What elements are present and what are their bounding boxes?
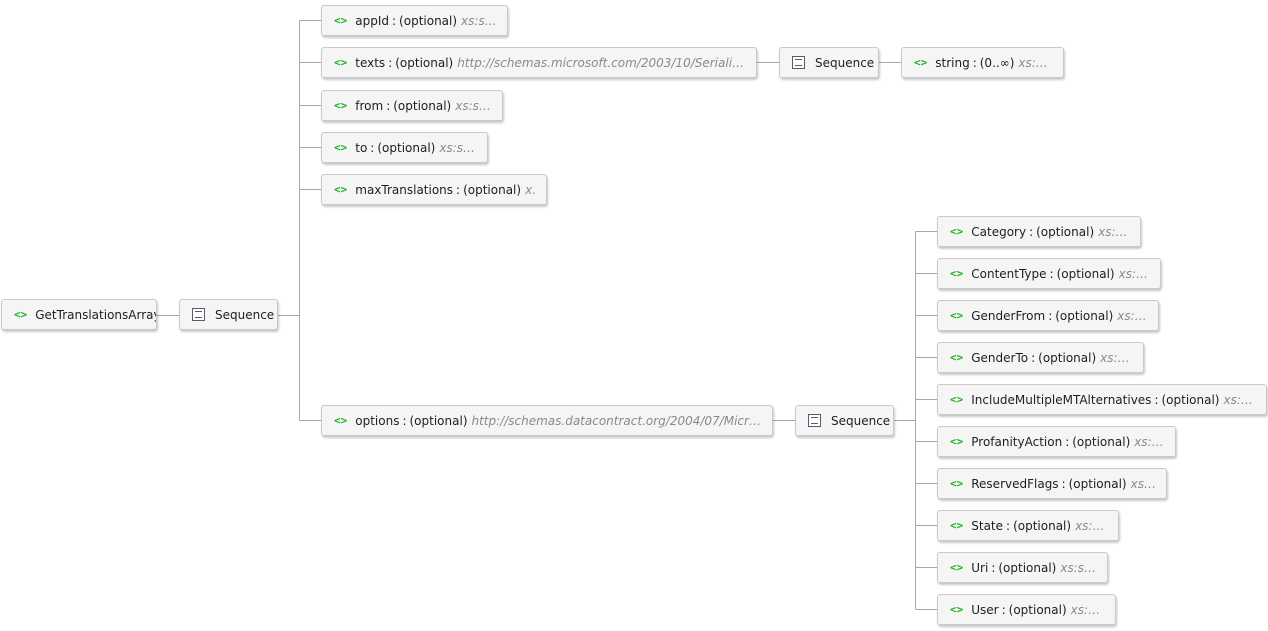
element-name: string bbox=[935, 55, 970, 70]
element-icon: <> bbox=[950, 435, 964, 448]
root-element-node[interactable]: <> GetTranslationsArray bbox=[1, 299, 157, 330]
element-icon: <> bbox=[334, 141, 348, 154]
texts-string-node[interactable]: <> string: (0..∞) xs:string bbox=[901, 47, 1064, 78]
occurrence-label: (optional) bbox=[409, 413, 468, 428]
type-label: xs:string bbox=[1070, 602, 1105, 617]
element-icon: <> bbox=[334, 414, 348, 427]
element-name: to bbox=[355, 140, 368, 155]
element-icon: <> bbox=[14, 308, 28, 321]
option-state-node[interactable]: <> State: (optional) xs:string bbox=[937, 510, 1119, 541]
type-label: xs:string bbox=[1134, 434, 1165, 449]
occurrence-label: (optional) bbox=[1055, 308, 1114, 323]
element-name: GenderFrom bbox=[971, 308, 1046, 323]
element-icon: <> bbox=[334, 183, 348, 196]
occurrence-label: (optional) bbox=[399, 13, 458, 28]
element-name: options bbox=[355, 413, 400, 428]
element-name: IncludeMultipleMTAlternatives bbox=[971, 392, 1152, 407]
element-name: ContentType bbox=[971, 266, 1047, 281]
occurrence-label: (optional) bbox=[395, 55, 454, 70]
occurrence-label: (optional) bbox=[1072, 434, 1131, 449]
type-label: xs:string bbox=[439, 140, 477, 155]
option-uri-node[interactable]: <> Uri: (optional) xs:string bbox=[937, 552, 1108, 583]
element-name: Category bbox=[971, 224, 1027, 239]
occurrence-label: (optional) bbox=[1161, 392, 1220, 407]
field-texts-node[interactable]: <> texts: (optional) http://schemas.micr… bbox=[321, 47, 757, 78]
field-from-node[interactable]: <> from: (optional) xs:string bbox=[321, 90, 503, 121]
occurrence-label: (optional) bbox=[1056, 266, 1115, 281]
type-label: xs:string bbox=[1130, 476, 1156, 491]
option-includemultiplemtalternatives-node[interactable]: <> IncludeMultipleMTAlternatives: (optio… bbox=[937, 384, 1267, 415]
sequence-label: Sequence bbox=[831, 413, 891, 428]
sequence-label: Sequence bbox=[815, 55, 875, 70]
element-icon: <> bbox=[334, 99, 348, 112]
options-sequence-node[interactable]: Sequence bbox=[795, 405, 894, 436]
element-icon: <> bbox=[950, 477, 964, 490]
type-label: xs:string bbox=[1018, 55, 1053, 70]
field-to-node[interactable]: <> to: (optional) xs:string bbox=[321, 132, 488, 163]
element-name: texts bbox=[355, 55, 386, 70]
sequence-label: Sequence bbox=[215, 307, 275, 322]
element-name: from bbox=[355, 98, 384, 113]
option-profanityaction-node[interactable]: <> ProfanityAction: (optional) xs:string bbox=[937, 426, 1176, 457]
element-icon: <> bbox=[950, 225, 964, 238]
type-label: xs:string bbox=[1075, 518, 1108, 533]
option-user-node[interactable]: <> User: (optional) xs:string bbox=[937, 594, 1116, 625]
element-name: ProfanityAction bbox=[971, 434, 1063, 449]
option-category-node[interactable]: <> Category: (optional) xs:string bbox=[937, 216, 1141, 247]
element-name: maxTranslations bbox=[355, 182, 454, 197]
element-name: GenderTo bbox=[971, 350, 1029, 365]
type-label: xs:int bbox=[525, 182, 536, 197]
sequence-icon bbox=[808, 414, 821, 427]
occurrence-label: (optional) bbox=[1038, 350, 1097, 365]
field-maxtranslations-node[interactable]: <> maxTranslations: (optional) xs:int bbox=[321, 174, 547, 205]
type-label: xs:string bbox=[1100, 350, 1133, 365]
occurrence-label: (0..∞) bbox=[979, 55, 1015, 70]
element-name: ReservedFlags bbox=[971, 476, 1059, 491]
element-name: appId bbox=[355, 13, 389, 28]
type-label: xs:boolean bbox=[1223, 392, 1256, 407]
type-label: xs:string bbox=[455, 98, 492, 113]
sequence-icon bbox=[192, 308, 205, 321]
element-icon: <> bbox=[950, 393, 964, 406]
occurrence-label: (optional) bbox=[1013, 518, 1072, 533]
occurrence-label: (optional) bbox=[377, 140, 436, 155]
element-icon: <> bbox=[950, 267, 964, 280]
occurrence-label: (optional) bbox=[1068, 476, 1127, 491]
element-icon: <> bbox=[950, 603, 964, 616]
element-icon: <> bbox=[334, 56, 348, 69]
root-sequence-node[interactable]: Sequence bbox=[179, 299, 278, 330]
type-label: http://schemas.microsoft.com/2003/10/Ser… bbox=[457, 55, 746, 70]
field-options-node[interactable]: <> options: (optional) http://schemas.da… bbox=[321, 405, 773, 436]
texts-sequence-node[interactable]: Sequence bbox=[779, 47, 879, 78]
element-icon: <> bbox=[950, 351, 964, 364]
occurrence-label: (optional) bbox=[1008, 602, 1067, 617]
element-icon: <> bbox=[334, 14, 348, 27]
element-name: User bbox=[971, 602, 999, 617]
type-label: http://schemas.datacontract.org/2004/07/… bbox=[471, 413, 763, 428]
occurrence-label: (optional) bbox=[393, 98, 452, 113]
element-name: Uri bbox=[971, 560, 989, 575]
sequence-icon bbox=[792, 56, 805, 69]
element-icon: <> bbox=[950, 309, 964, 322]
option-contenttype-node[interactable]: <> ContentType: (optional) xs:string bbox=[937, 258, 1161, 289]
element-name: State bbox=[971, 518, 1004, 533]
option-genderto-node[interactable]: <> GenderTo: (optional) xs:string bbox=[937, 342, 1144, 373]
element-name: GetTranslationsArray bbox=[35, 307, 157, 322]
field-appid-node[interactable]: <> appId: (optional) xs:string bbox=[321, 5, 508, 36]
occurrence-label: (optional) bbox=[998, 560, 1057, 575]
type-label: xs:string bbox=[1118, 266, 1150, 281]
type-label: xs:string bbox=[1117, 308, 1148, 323]
occurrence-label: (optional) bbox=[463, 182, 522, 197]
option-reservedflags-node[interactable]: <> ReservedFlags: (optional) xs:string bbox=[937, 468, 1167, 499]
option-genderfrom-node[interactable]: <> GenderFrom: (optional) xs:string bbox=[937, 300, 1159, 331]
type-label: xs:string bbox=[1098, 224, 1130, 239]
type-label: xs:string bbox=[461, 13, 497, 28]
element-icon: <> bbox=[950, 561, 964, 574]
element-icon: <> bbox=[914, 56, 928, 69]
occurrence-label: (optional) bbox=[1036, 224, 1095, 239]
element-icon: <> bbox=[950, 519, 964, 532]
type-label: xs:string bbox=[1060, 560, 1097, 575]
